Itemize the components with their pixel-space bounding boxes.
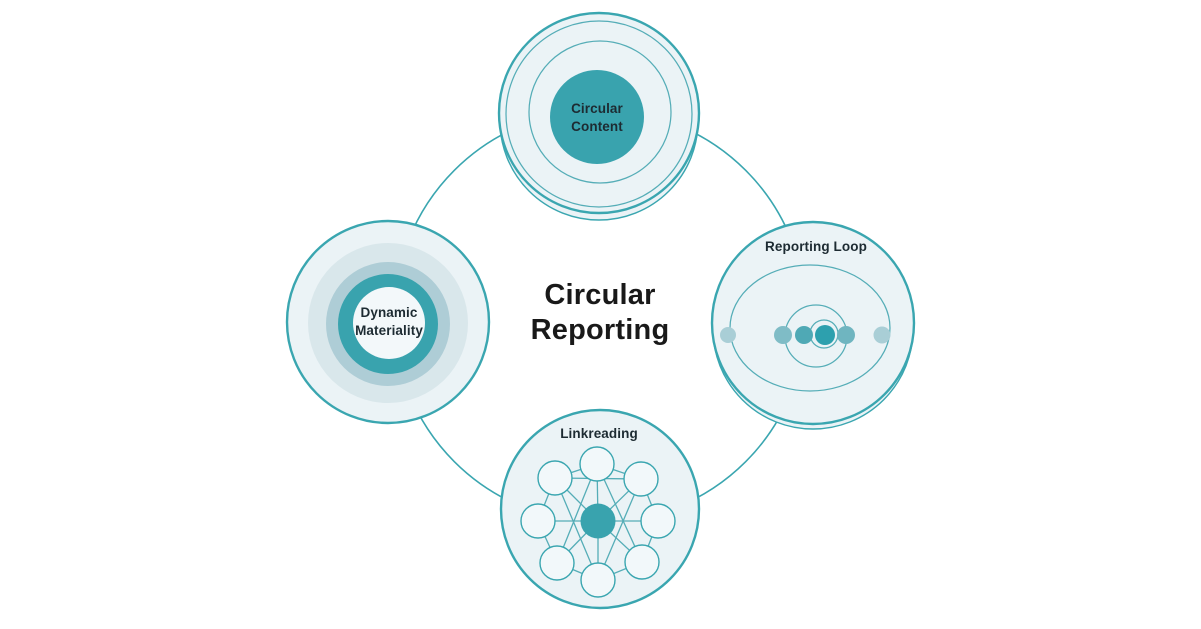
net-node-bottom-left bbox=[539, 545, 575, 581]
loop-dot-4 bbox=[815, 325, 835, 345]
network-nodes bbox=[520, 446, 676, 598]
left-node-core-disc bbox=[353, 287, 425, 359]
net-node-top bbox=[579, 446, 615, 482]
top-node-inner-ring-1 bbox=[505, 20, 693, 208]
left-node-label: Dynamic Materiality bbox=[355, 305, 423, 338]
net-hub-disc bbox=[580, 503, 616, 539]
net-node-top-left bbox=[537, 460, 573, 496]
net-node-left bbox=[520, 503, 556, 539]
net-node-top-right bbox=[623, 461, 659, 497]
net-node-bottom bbox=[580, 562, 616, 598]
net-node-bottom-right bbox=[624, 544, 660, 580]
loop-dot-1 bbox=[720, 327, 736, 343]
top-node-label: Circular Content bbox=[571, 101, 623, 134]
loop-dot-6 bbox=[873, 326, 891, 344]
right-node-label: Reporting Loop bbox=[765, 239, 867, 254]
loop-dot-5 bbox=[837, 326, 855, 344]
node-dynamic-materiality bbox=[285, 219, 491, 425]
loop-dot-3 bbox=[795, 326, 813, 344]
net-node-right bbox=[640, 503, 676, 539]
node-reporting-loop bbox=[710, 220, 916, 430]
node-linkreading bbox=[499, 408, 701, 610]
top-node-inner-ring-2 bbox=[528, 40, 672, 184]
top-node-core-disc bbox=[550, 70, 644, 164]
loop-dot-2 bbox=[774, 326, 792, 344]
page-title: Circular Reporting bbox=[530, 279, 670, 346]
node-circular-content bbox=[497, 11, 701, 221]
right-node-outer-circle bbox=[710, 220, 916, 426]
bottom-node-label: Linkreading bbox=[560, 426, 638, 441]
